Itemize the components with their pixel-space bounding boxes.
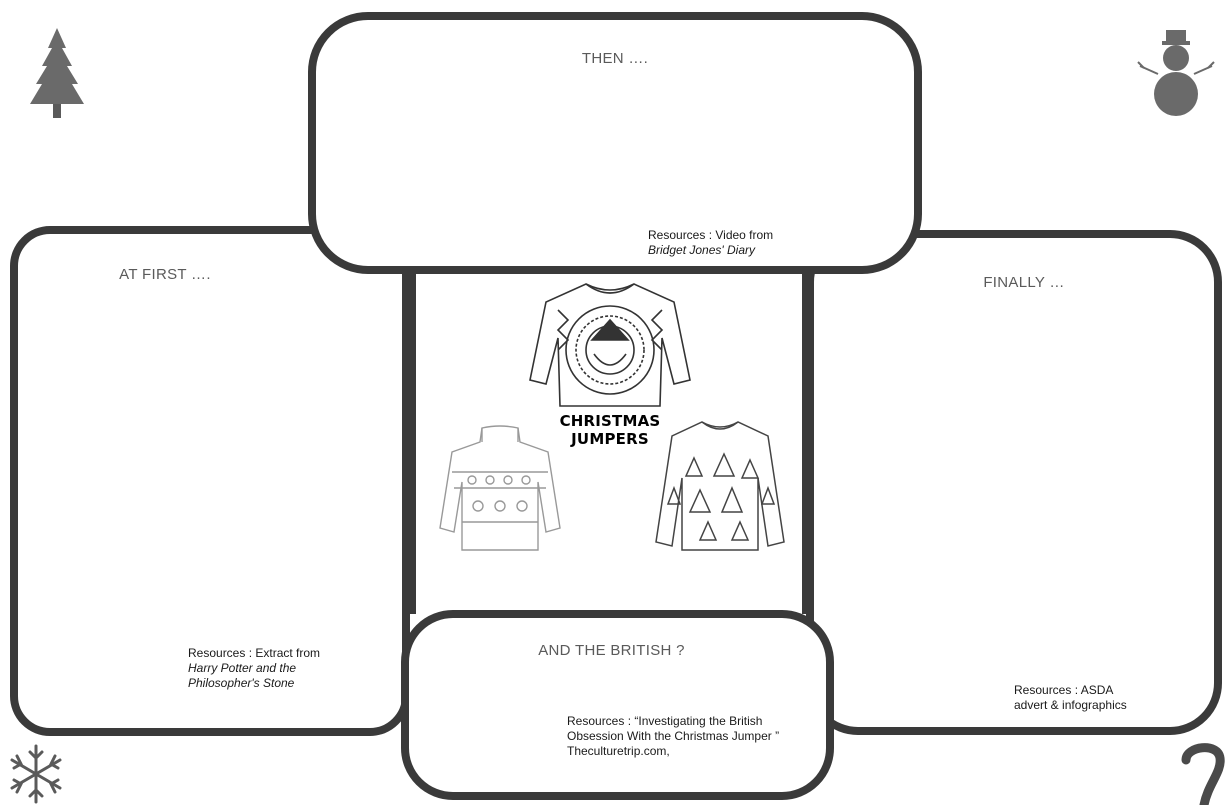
then-resources-line1: Resources : Video from: [648, 228, 774, 242]
finally-resources-line2: advert & infographics: [1014, 698, 1127, 712]
at-first-box: AT FIRST …. Resources : Extract from Har…: [10, 226, 410, 736]
then-title: THEN ….: [581, 50, 649, 67]
candy-cane-icon: [1181, 743, 1225, 805]
snowflake-jumper-illustration: [439, 425, 561, 551]
finally-title: FINALLY …: [983, 274, 1065, 291]
at-first-resources-line1: Resources : Extract from: [188, 646, 321, 660]
and-the-british-resources: Resources : “Investigating the British O…: [567, 714, 779, 759]
at-first-resources: Resources : Extract from Harry Potter an…: [188, 646, 320, 691]
at-first-resources-line2: Harry Potter and the: [188, 661, 297, 675]
at-first-title: AT FIRST ….: [119, 266, 211, 283]
then-box: THEN …. Resources : Video from Bridget J…: [308, 12, 922, 274]
then-resources-line2: Bridget Jones' Diary: [648, 243, 756, 257]
christmas-tree-icon: [30, 28, 84, 118]
then-resources: Resources : Video from Bridget Jones' Di…: [648, 228, 773, 258]
and-the-british-resources-line3: Theculturetrip.com,: [567, 744, 670, 758]
and-the-british-box: AND THE BRITISH ? Resources : “Investiga…: [401, 610, 834, 800]
santa-jumper-illustration: [529, 283, 691, 407]
finally-resources-line1: Resources : ASDA: [1014, 683, 1114, 697]
finally-resources: Resources : ASDA advert & infographics: [1014, 683, 1127, 713]
snowflake-icon: [10, 744, 62, 804]
finally-box: FINALLY … Resources : ASDA advert & info…: [806, 230, 1222, 735]
trees-jumper-illustration: [655, 421, 785, 551]
and-the-british-title: AND THE BRITISH ?: [538, 642, 685, 659]
christmas-jumpers-heading: CHRISTMAS JUMPERS: [559, 412, 661, 448]
and-the-british-resources-line1: Resources : “Investigating the British: [567, 714, 763, 728]
at-first-resources-line3: Philosopher's Stone: [188, 676, 295, 690]
and-the-british-resources-line2: Obsession With the Christmas Jumper ”: [567, 729, 780, 743]
snowman-icon: [1137, 30, 1215, 116]
